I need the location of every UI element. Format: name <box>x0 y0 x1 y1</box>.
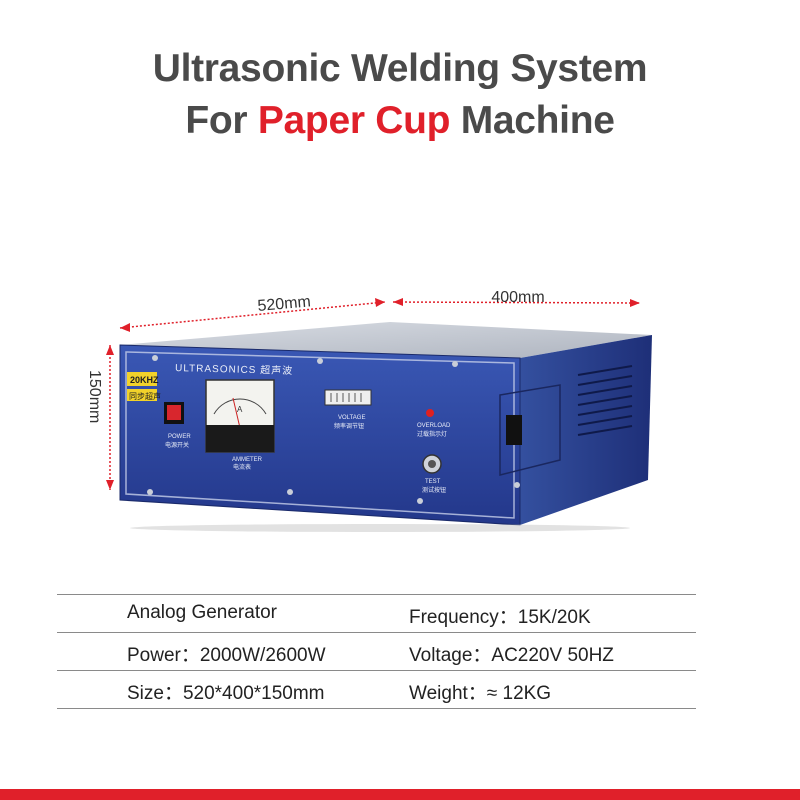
ammeter-unit: A <box>237 405 243 414</box>
machine-side <box>520 335 652 525</box>
spec-generator: Analog Generator <box>127 602 277 623</box>
dimension-height-arrow <box>106 345 114 490</box>
machine-illustration: 520mm 400mm 150mm <box>86 289 652 532</box>
title-line-1: Ultrasonic Welding System <box>152 47 648 90</box>
spec-frequency: Frequency：15K/20K <box>409 607 591 628</box>
overload-label-cn: 过载指示灯 <box>417 430 447 438</box>
spec-row: Analog Generator Frequency：15K/20K <box>57 594 696 632</box>
title-line-2: For Paper Cup Machine <box>0 99 800 143</box>
spec-size: Size：520*400*150mm <box>127 683 325 704</box>
frequency-sticker <box>127 372 157 386</box>
power-label: POWER <box>168 434 191 440</box>
spec-row: Power：2000W/2600W Voltage：AC220V 50HZ <box>57 632 696 670</box>
ammeter-label-cn: 电流表 <box>233 463 251 471</box>
screws <box>147 355 520 504</box>
voltage-label: VOLTAGE <box>338 415 365 421</box>
title-suffix: Machine <box>450 99 615 142</box>
spec-voltage: Voltage：AC220V 50HZ <box>409 645 614 666</box>
spec-power: Power：2000W/2600W <box>127 645 326 666</box>
voltage-label-cn: 频率调节钮 <box>334 422 364 430</box>
test-label: TEST <box>425 479 441 485</box>
sync-sticker-label: 同步超声 <box>129 391 161 401</box>
voltage-dial[interactable] <box>324 389 372 406</box>
bottom-accent-bar <box>0 789 800 800</box>
spec-row: Size：520*400*150mm Weight：≈ 12KG <box>57 670 696 709</box>
ammeter-label: AMMETER <box>232 457 263 463</box>
frequency-sticker-label: 20KHZ <box>130 375 159 385</box>
side-vents <box>577 365 633 436</box>
dimension-width-arrow <box>119 298 386 332</box>
dimension-width-label: 520mm <box>257 293 312 315</box>
power-label-cn: 电源开关 <box>165 441 189 449</box>
dimension-depth-label: 400mm <box>491 289 544 306</box>
overload-label: OVERLOAD <box>417 423 451 429</box>
spec-weight: Weight：≈ 12KG <box>409 683 552 704</box>
test-label-cn: 测试按钮 <box>422 486 446 494</box>
dimension-depth-arrow <box>392 298 641 307</box>
title-highlight: Paper Cup <box>257 99 451 142</box>
side-socket <box>506 415 522 445</box>
overload-indicator <box>426 409 434 417</box>
title-prefix: For <box>185 99 258 142</box>
machine-brand: ULTRASONICS 超声波 <box>175 361 293 377</box>
dimension-height-label: 150mm <box>86 370 103 423</box>
spec-table: Analog Generator Frequency：15K/20K Power… <box>57 594 696 709</box>
product-photo: 520mm 400mm 150mm <box>0 205 800 575</box>
